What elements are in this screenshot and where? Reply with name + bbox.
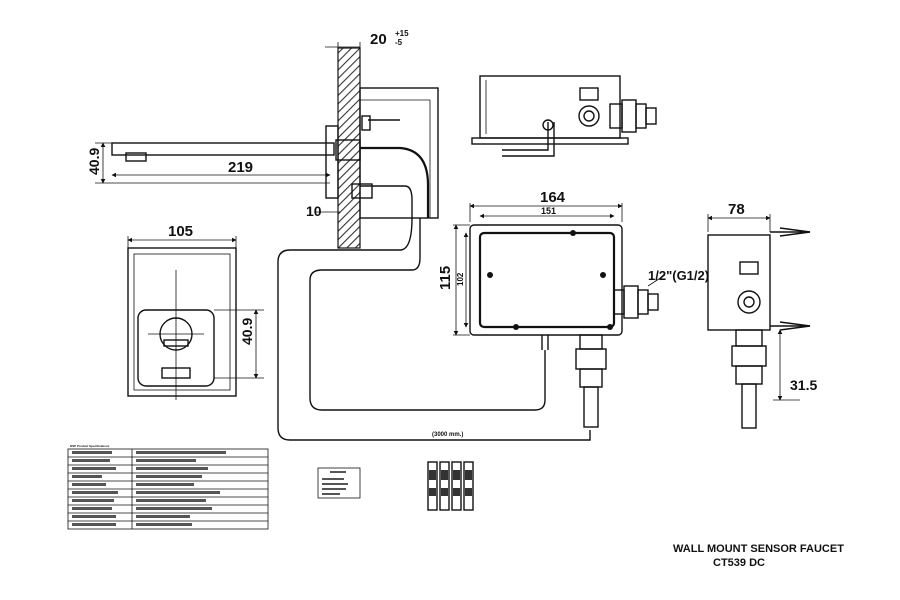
box-inner-width-label: 151 xyxy=(541,206,556,216)
side-offset-label: 31.5 xyxy=(790,377,817,393)
control-box-front-view: 164 151 115 102 1/2"(G1/2) (3000 mm.) xyxy=(277,189,709,441)
battery-pack xyxy=(427,461,474,511)
cable-length-label: (3000 mm.) xyxy=(432,432,463,438)
title-line-1: WALL MOUNT SENSOR FAUCET xyxy=(673,543,844,555)
side-view: 78 31.5 xyxy=(707,201,817,429)
box-inner-height-label: 102 xyxy=(456,272,465,286)
spec-table: DSP Product Specifications xyxy=(67,444,269,530)
spout xyxy=(111,142,335,156)
wall-section-view: 20 +15 -5 40.9 219 10 xyxy=(86,29,439,249)
wall-thickness-label: 20 xyxy=(370,31,387,48)
plate-width-label: 105 xyxy=(168,223,193,240)
control-box-inner xyxy=(478,231,616,329)
control-box-outer xyxy=(469,224,623,336)
spout-height-label: 40.9 xyxy=(86,148,102,175)
wall-plate-view: 105 40.9 xyxy=(127,223,264,400)
wall-hatch xyxy=(337,47,361,249)
wall-offset-label: 10 xyxy=(306,203,322,219)
spout-length-label: 219 xyxy=(228,159,253,176)
spec-table-heading: DSP Product Specifications xyxy=(70,444,110,448)
title-block: WALL MOUNT SENSOR FAUCET CT539 DC xyxy=(673,543,844,569)
box-height-label: 115 xyxy=(437,266,454,290)
title-line-2: CT539 DC xyxy=(713,557,765,569)
wall-tol-minus: -5 xyxy=(395,38,403,47)
sensor-height-label: 40.9 xyxy=(239,318,255,345)
sensor-cable xyxy=(277,217,591,441)
wall-tol-plus: +15 xyxy=(395,29,409,38)
control-box-top-view xyxy=(471,75,657,157)
box-width-label: 164 xyxy=(540,189,566,206)
thread-size-label: 1/2"(G1/2) xyxy=(648,268,709,283)
side-depth-label: 78 xyxy=(728,201,745,218)
battery-label-card xyxy=(317,467,361,499)
